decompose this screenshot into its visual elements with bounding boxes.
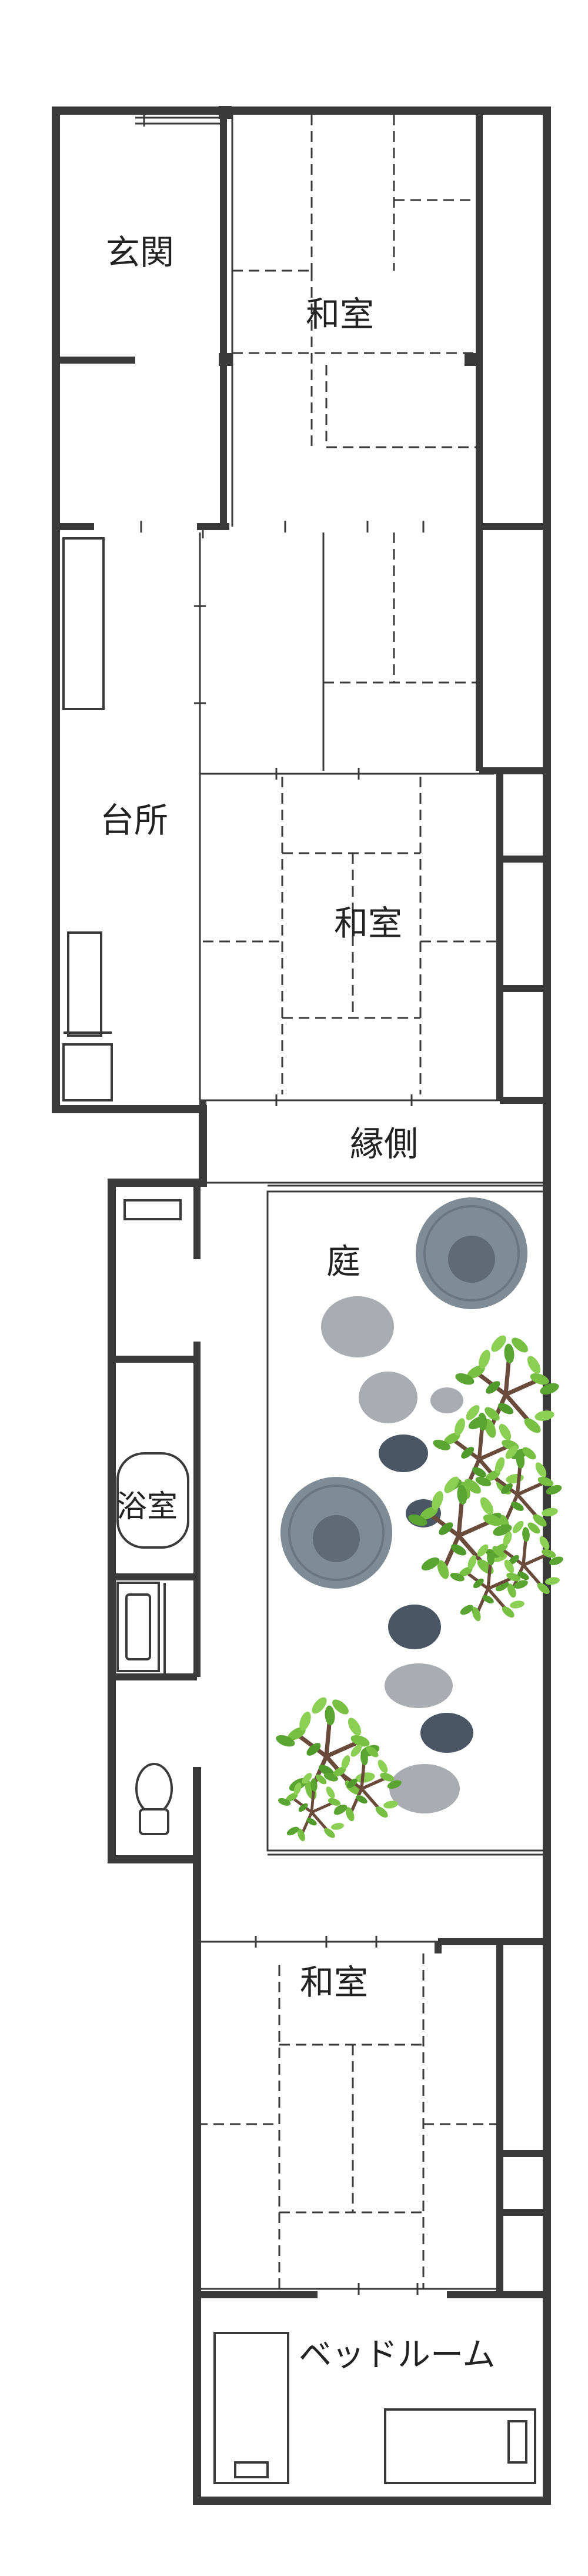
round-stone-icon — [280, 1477, 392, 1589]
washing-machine-icon — [116, 1582, 160, 1672]
washbasin-icon — [123, 1199, 182, 1220]
stove-icon — [62, 537, 105, 710]
refrigerator-icon — [62, 1043, 113, 1101]
garden — [275, 1197, 564, 1842]
toilet-icon — [135, 1763, 173, 1835]
room-label-washitsu-3: 和室 — [300, 1962, 369, 2002]
sink-icon — [67, 931, 102, 1037]
room-label-washitsu-1: 和室 — [306, 294, 375, 334]
room-label-niwa: 庭 — [326, 1242, 361, 1282]
room-label-washitsu-2: 和室 — [334, 903, 403, 943]
room-label-genkan: 玄関 — [106, 232, 175, 272]
bathtub-icon — [116, 1452, 189, 1549]
tree-icon — [275, 1695, 403, 1842]
room-label-bedroom: ベッドルーム — [299, 2336, 496, 2374]
tree-icon — [407, 1333, 564, 1622]
bed-icon — [213, 2332, 289, 2484]
room-label-daidokoro: 台所 — [100, 800, 169, 840]
round-stone-icon — [416, 1197, 527, 1309]
room-label-yokushitsu: 浴室 — [116, 1489, 178, 1525]
room-label-engawa: 縁側 — [350, 1124, 419, 1164]
stepping-stone-icon — [321, 1296, 473, 1813]
desk-icon — [384, 2408, 536, 2484]
